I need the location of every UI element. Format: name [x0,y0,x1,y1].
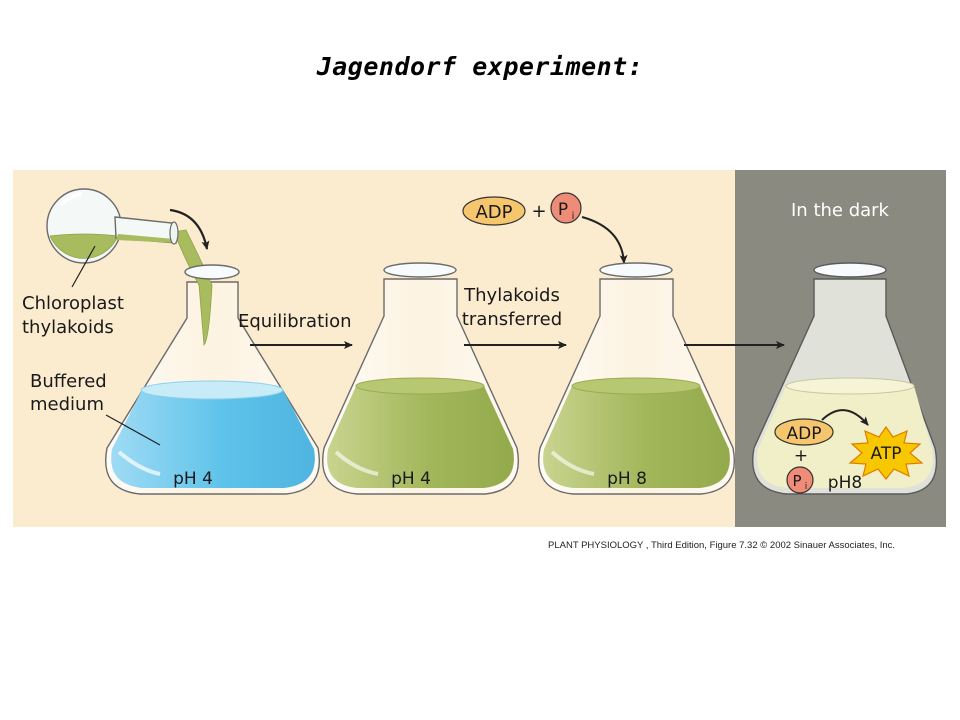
adp-badge [462,196,526,226]
flask-4-ph: pH8 [828,473,862,493]
flask-2-liquid [327,386,514,488]
adp-badge-2 [774,418,834,446]
pour-arrow [169,208,210,250]
chloroplast-round-flask [46,188,179,264]
pi-subscript-2: i [805,482,808,492]
chloroplast-label-line2: thylakoids [22,317,114,338]
transferred-label-line2: transferred [462,309,562,330]
adp-label: ADP [475,202,512,223]
plus-sign: + [531,201,546,222]
atp-label: ATP [871,444,902,464]
figure-credit: PLANT PHYSIOLOGY , Third Edition, Figure… [548,540,896,551]
pour-stream [173,229,213,346]
buffered-label-line2: medium [30,394,104,415]
flask-1: pH 4 [105,229,320,495]
pi-badge [550,192,582,224]
pi-subscript: i [572,211,575,222]
adp-pi-reactants: ADP + P i [462,192,582,226]
pi-label: P [558,200,568,220]
atp-burst [848,425,924,480]
buffered-leader [105,414,161,446]
pi-badge-2 [786,466,814,494]
chloroplast-label-line1: Chloroplast [22,293,124,314]
flask-2-ph: pH 4 [391,469,431,489]
atp-synthesis: ADP + P i pH8 ATP [774,409,924,494]
flask-2: pH 4 [322,262,519,495]
pi-label-2: P [792,472,801,490]
flask-3: pH 8 [538,262,735,495]
dark-label: In the dark [791,200,890,221]
transferred-label-line1: Thylakoids [463,285,560,306]
reactant-arrow [581,216,628,264]
flask-3-ph: pH 8 [607,469,647,489]
slide-title: Jagendorf experiment: [316,52,644,81]
chloroplast-leader [71,245,96,288]
flask-3-liquid [543,386,730,488]
equilibration-label: Equilibration [238,311,352,332]
synthesis-arrow [821,409,869,426]
flask-1-ph: pH 4 [173,469,213,489]
buffered-label-line1: Buffered [30,371,107,392]
plus-sign-2: + [794,446,808,466]
flask-1-liquid [111,390,315,488]
adp-label-2: ADP [787,424,822,444]
